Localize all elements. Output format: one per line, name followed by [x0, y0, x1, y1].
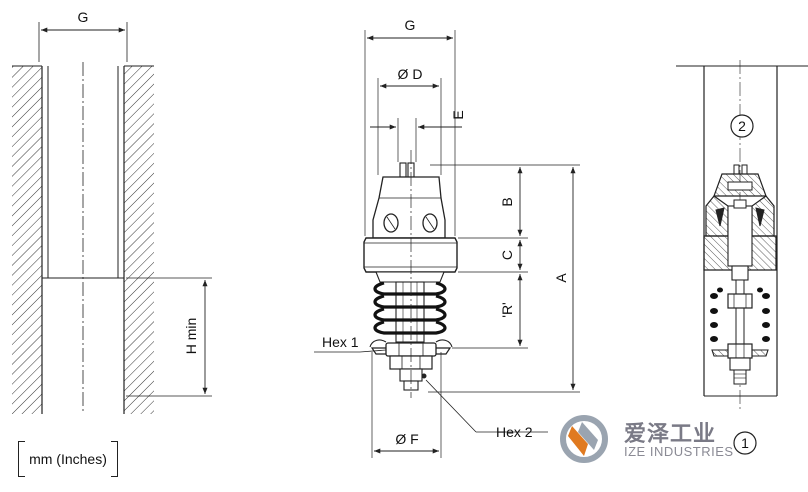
- dimension-g-left: G: [78, 9, 89, 25]
- dimension-r: 'R': [499, 302, 515, 317]
- callout-1-number: 1: [741, 435, 749, 451]
- brand-name-en: IZE INDUSTRIES: [624, 444, 734, 459]
- dimension-a: A: [553, 273, 569, 283]
- units-legend: mm (Inches): [18, 441, 118, 477]
- section-spring-coils: [710, 287, 770, 342]
- label-hex-1: Hex 1: [322, 334, 359, 350]
- dimension-g-center: G: [405, 17, 416, 33]
- units-text: mm (Inches): [29, 451, 107, 467]
- dimension-h-min: H min: [183, 318, 199, 355]
- center-dimensions: [314, 30, 580, 458]
- dimension-diameter-d: Ø D: [398, 66, 423, 82]
- installed-section-view: [676, 60, 808, 410]
- callout-2-number: 2: [738, 118, 746, 134]
- brand-watermark: 爱泽工业 IZE INDUSTRIES: [556, 412, 736, 468]
- mounting-hole-view: [12, 22, 212, 414]
- dimension-c: C: [499, 250, 515, 260]
- dimension-diameter-f: Ø F: [395, 431, 418, 447]
- brand-name-cn: 爱泽工业: [624, 422, 717, 447]
- unit-exterior-view: [363, 162, 458, 391]
- callout-2: 2: [730, 114, 754, 138]
- dimension-e: E: [450, 110, 466, 119]
- dimension-b: B: [499, 197, 515, 206]
- label-hex-2: Hex 2: [496, 424, 533, 440]
- return-spring: [373, 281, 447, 335]
- callout-1: 1: [733, 431, 757, 455]
- brand-logo-icon: [560, 415, 608, 463]
